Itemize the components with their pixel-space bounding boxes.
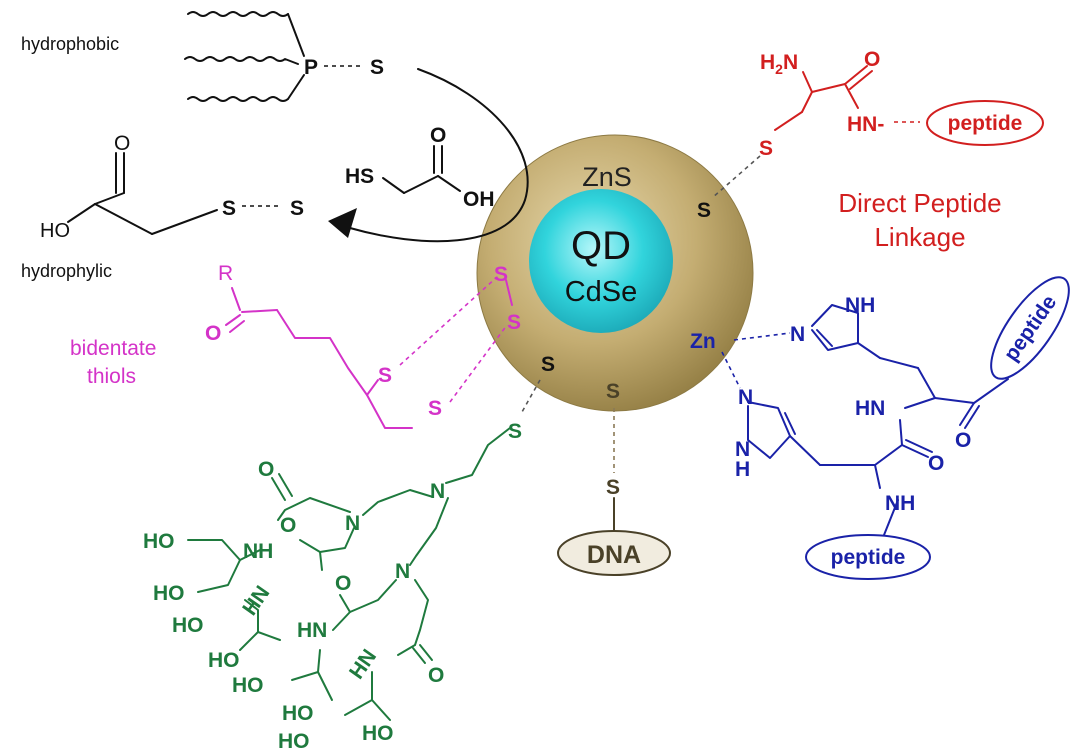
- atom-ho-dendron-8: HO: [362, 722, 394, 745]
- atom-n-dendron-3: N: [395, 560, 410, 583]
- atom-ho-disulfide: HO: [40, 220, 70, 242]
- atom-ho-dendron-3: HO: [172, 614, 204, 637]
- atom-r: R: [218, 262, 233, 285]
- atom-o-blue-2: O: [928, 452, 944, 475]
- atom-hn-red: HN-: [847, 113, 884, 136]
- atom-o-dendron-1: O: [258, 458, 274, 481]
- label-direct-2: Linkage: [874, 222, 965, 252]
- atom-s-disulfide-1: S: [222, 197, 236, 220]
- atom-nh-dendron: NH: [243, 540, 273, 563]
- atom-o-dendron-4: O: [428, 664, 444, 687]
- label-direct-1: Direct Peptide: [838, 188, 1001, 218]
- atom-n-his2-h: N: [735, 438, 750, 461]
- link-s-red-to-shell: [711, 155, 761, 199]
- atom-o-disulfide: O: [114, 132, 130, 155]
- atom-s-bidentate-4: S: [507, 311, 521, 334]
- atom-s-shell-bottom: S: [541, 353, 555, 376]
- atom-ho-dendron-4: HO: [208, 649, 240, 672]
- peptide-tag-blue: [805, 534, 931, 580]
- atom-s-bidentate-1: S: [378, 364, 392, 387]
- atom-o-dendron-3: O: [335, 572, 351, 595]
- core-title: QD: [571, 224, 631, 268]
- wavy-chain-2: [184, 56, 299, 65]
- atom-n-his2: N: [738, 386, 753, 409]
- label-hydrophylic: hydrophylic: [21, 261, 112, 281]
- atom-nh-blue: NH: [885, 492, 915, 515]
- atom-phosphorus: P: [304, 56, 318, 79]
- atom-h2n-h: H2N: [760, 51, 798, 77]
- atom-ho-dendron-5: HO: [232, 674, 264, 697]
- peptide-label-blue-rotated: peptide: [1000, 291, 1062, 365]
- wavy-chain-1: [187, 11, 289, 17]
- atom-s-bidentate-2: S: [428, 397, 442, 420]
- arrow-head: [328, 208, 357, 238]
- atom-s-dendron: S: [508, 420, 522, 443]
- atom-hn-dendron-1: HN: [238, 582, 274, 620]
- atom-o-red: O: [864, 48, 880, 71]
- cdse-core: [529, 189, 673, 333]
- atom-o-blue-1: O: [955, 429, 971, 452]
- shell-label: ZnS: [582, 162, 632, 192]
- atom-zn: Zn: [690, 330, 716, 353]
- peptide-tag-red: [926, 100, 1044, 146]
- core-subtitle: CdSe: [565, 276, 638, 308]
- atom-s-shell-dna: S: [606, 380, 620, 403]
- atom-oh-acid: OH: [463, 188, 495, 211]
- atom-o-dendron-2: O: [280, 514, 296, 537]
- atom-s-dna: S: [606, 476, 620, 499]
- atom-h-his2: H: [735, 458, 750, 481]
- atom-o-bidentate: O: [205, 322, 221, 345]
- atom-o-acid: O: [430, 124, 446, 147]
- atom-ho-dendron-6: HO: [282, 702, 314, 725]
- atom-s-red: S: [759, 137, 773, 160]
- peptide-label-blue: peptide: [831, 546, 906, 569]
- peptide-tag-blue-rotated: [990, 276, 1070, 380]
- atom-hn-blue: HN: [855, 397, 885, 420]
- dna-label: DNA: [587, 541, 641, 569]
- atom-ho-dendron-1: HO: [143, 530, 175, 553]
- label-hydrophobic: hydrophobic: [21, 34, 119, 54]
- atom-s-disulfide-2: S: [290, 197, 304, 220]
- label-bidentate-1: bidentate: [70, 337, 156, 360]
- arrow-curve: [349, 68, 529, 243]
- atom-ho-dendron-2: HO: [153, 582, 185, 605]
- hydrophobic-phosphine-ligand: [184, 11, 529, 243]
- atom-ho-dendron-7: HO: [278, 730, 310, 753]
- label-bidentate-2: thiols: [87, 365, 136, 388]
- atom-s-shell-right: S: [697, 199, 711, 222]
- atom-n-his1: N: [790, 323, 805, 346]
- atom-sulfur-phosphine: S: [370, 56, 384, 79]
- atom-n-dendron-2: N: [345, 512, 360, 535]
- wavy-chain-3: [187, 96, 289, 102]
- dna-tag: [557, 530, 671, 576]
- peptide-label-red: peptide: [948, 112, 1023, 135]
- atom-hs-acid: HS: [345, 165, 374, 188]
- atom-s-bidentate-3: S: [494, 263, 508, 286]
- atom-n-dendron-1: N: [430, 480, 445, 503]
- atom-nh-his1: NH: [845, 294, 875, 317]
- atom-hn-dendron-2: HN: [297, 619, 327, 642]
- atom-hn-dendron-3: HN: [345, 645, 381, 683]
